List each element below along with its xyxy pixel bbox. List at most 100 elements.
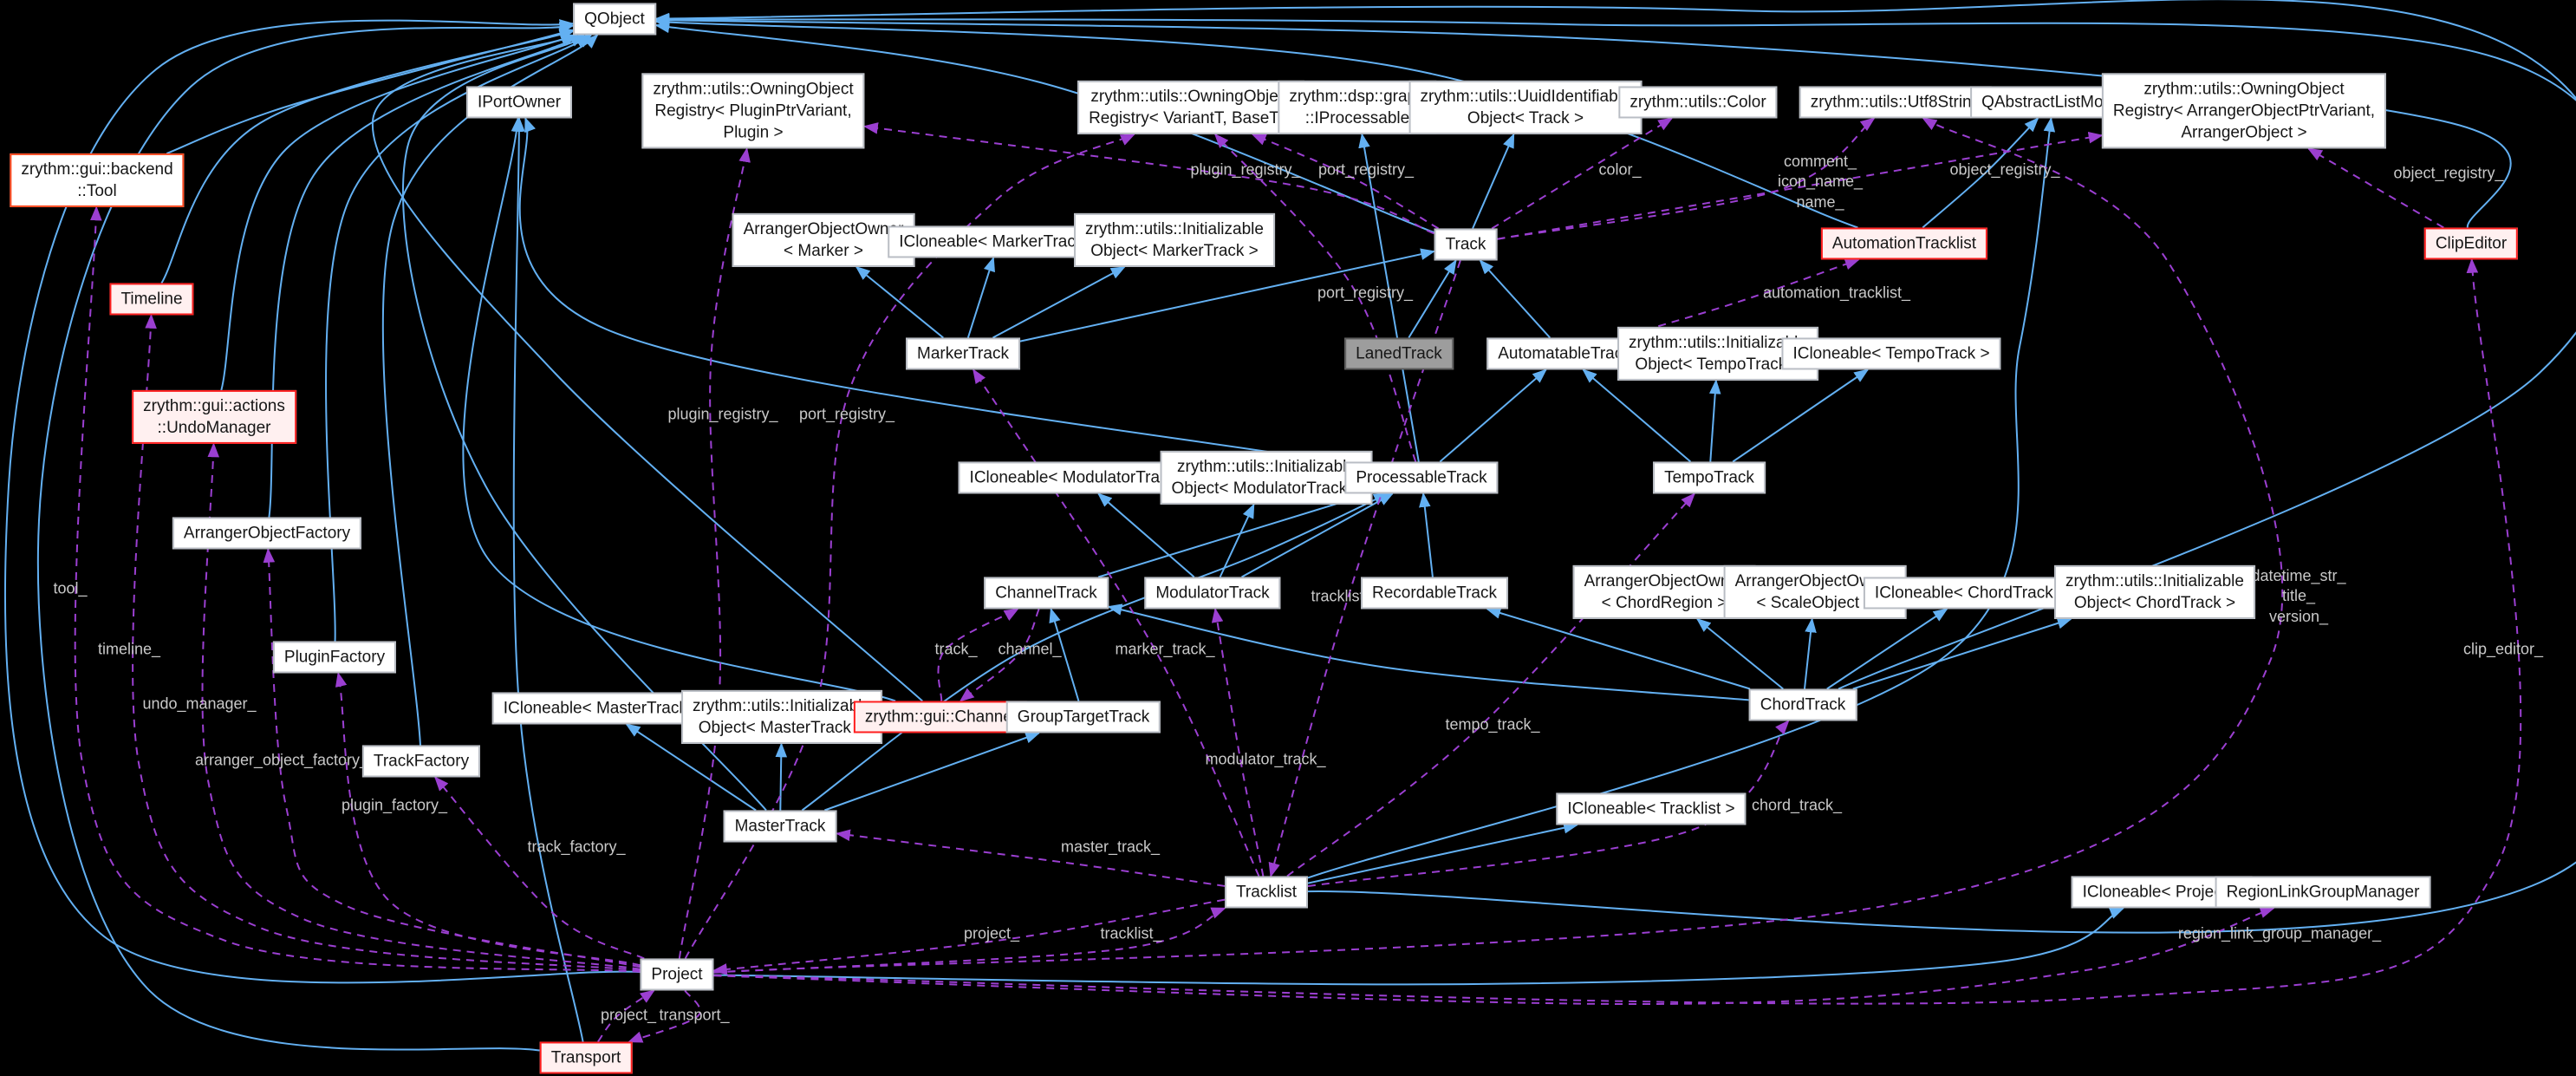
class-node-reg_variant[interactable]: zrythm::utils::OwningObject Registry< Va… (1077, 80, 1304, 135)
class-node-iclon_tracklist[interactable]: ICloneable< Tracklist > (1556, 792, 1747, 825)
class-node-uuident[interactable]: zrythm::utils::UuidIdentifiable Object< … (1408, 80, 1643, 135)
class-node-reg_arrobj[interactable]: zrythm::utils::OwningObject Registry< Ar… (2101, 73, 2387, 149)
edge-label: tempo_track_ (1445, 715, 1540, 734)
usage-edge (684, 134, 1136, 959)
class-node-channeltrack[interactable]: ChannelTrack (984, 577, 1109, 610)
usage-edge (835, 829, 1226, 887)
class-node-iclon_chordtrack[interactable]: ICloneable< ChordTrack > (1863, 577, 2079, 610)
class-node-tracklist[interactable]: Tracklist (1224, 876, 1309, 909)
usage-edge (597, 989, 655, 1043)
edge-label: port_registry_ (798, 405, 895, 423)
class-node-rlgm[interactable]: RegionLinkGroupManager (2215, 876, 2431, 909)
class-node-aoowner_scaleobject[interactable]: ArrangerObjectOwner < ScaleObject > (1723, 564, 1907, 620)
inheritance-edge (1408, 259, 1457, 339)
edge-label: track_ (934, 640, 978, 658)
usage-edge (74, 205, 641, 973)
usage-edge (973, 368, 1260, 877)
usage-edge (1211, 607, 1265, 877)
inheritance-edge (654, 21, 1434, 234)
inheritance-edge (1107, 603, 1749, 701)
class-node-undomanager[interactable]: zrythm::gui::actions ::UndoManager (132, 389, 296, 445)
inheritance-edge (220, 34, 576, 391)
edge-label: object_registry_ (1949, 160, 2060, 179)
class-node-channel[interactable]: zrythm::gui::Channel (853, 701, 1028, 734)
edge-label: project_ (600, 1006, 657, 1024)
usage-edge (713, 258, 2522, 1005)
class-node-utf8[interactable]: zrythm::utils::Utf8String (1799, 86, 1993, 119)
inheritance-edge (160, 29, 575, 284)
class-node-automationtracklist[interactable]: AutomationTracklist (1820, 227, 1988, 260)
class-node-track[interactable]: Track (1434, 228, 1498, 261)
inheritance-edge (824, 732, 1041, 812)
inheritance-edge (512, 116, 584, 1042)
usage-edge (712, 898, 1226, 975)
class-node-timeline[interactable]: Timeline (109, 283, 194, 316)
class-node-aofactory[interactable]: ArrangerObjectFactory (172, 517, 362, 550)
inheritance-edge (1826, 608, 1948, 690)
class-node-modulatortrack[interactable]: ModulatorTrack (1144, 577, 1281, 610)
edge-label: plugin_registry_ (667, 405, 778, 423)
inheritance-edge (654, 16, 1858, 229)
inheritance-edge (1582, 368, 1692, 463)
inheritance-edge (462, 116, 896, 702)
class-node-pluginfactory[interactable]: PluginFactory (272, 641, 397, 674)
class-node-color[interactable]: zrythm::utils::Color (1618, 86, 1778, 119)
edge-label: modulator_track_ (1205, 750, 1326, 768)
inheritance-edge (1419, 492, 1434, 577)
class-node-lanedtrack[interactable]: LanedTrack (1344, 337, 1454, 370)
edge-label: tracklist_ (1100, 924, 1162, 942)
usage-edge (937, 608, 1019, 701)
inheritance-edge (3, 19, 641, 984)
edge-label: object_registry_ (2393, 164, 2504, 182)
class-node-recordabletrack[interactable]: RecordableTrack (1361, 577, 1508, 610)
class-node-transport[interactable]: Transport (539, 1041, 633, 1074)
usage-edge (678, 147, 751, 959)
class-node-project[interactable]: Project (640, 958, 714, 991)
class-node-grouptargettrack[interactable]: GroupTargetTrack (1005, 701, 1161, 734)
class-node-iportowner[interactable]: IPortOwner (465, 86, 573, 119)
usage-edge (713, 906, 2275, 1006)
usage-edge (1251, 134, 1440, 230)
class-node-init_mastertrack[interactable]: zrythm::utils::Initializable Object< Mas… (681, 689, 882, 745)
inheritance-edge (1732, 368, 1870, 463)
inheritance-edge (1097, 492, 1371, 578)
inheritance-edge (1019, 248, 1436, 342)
edge-label: undo_manager_ (142, 695, 257, 713)
class-node-iclon_markertrack[interactable]: ICloneable< MarkerTrack > (888, 225, 1109, 258)
class-node-tempotrack[interactable]: TempoTrack (1653, 461, 1766, 494)
inheritance-edge (992, 266, 1126, 339)
inheritance-edge (1803, 617, 1817, 689)
inheritance-edge (625, 723, 757, 812)
usage-edge (1213, 133, 1417, 462)
class-node-mastertrack[interactable]: MasterTrack (723, 810, 837, 843)
class-node-processabletrack[interactable]: ProcessableTrack (1344, 461, 1499, 494)
class-node-chordtrack[interactable]: ChordTrack (1748, 688, 1857, 721)
class-node-tool[interactable]: zrythm::gui::backend ::Tool (10, 153, 185, 208)
class-node-iclon_mastertrack[interactable]: ICloneable< MasterTrack > (491, 692, 713, 725)
class-node-qobject[interactable]: QObject (573, 3, 656, 36)
class-node-reg_plugin[interactable]: zrythm::utils::OwningObject Registry< Pl… (641, 73, 865, 149)
edge-label: arranger_object_factory_ (194, 751, 369, 769)
inheritance-edge (1241, 492, 1394, 578)
inheritance-edge (518, 116, 1345, 465)
inheritance-edge (1358, 133, 1420, 462)
inheritance-edge (855, 265, 944, 339)
class-node-clipeditor[interactable]: ClipEditor (2423, 227, 2519, 260)
class-node-init_modulatortrack[interactable]: zrythm::utils::Initializable Object< Mod… (1160, 450, 1373, 505)
edge-label: tool_ (53, 579, 88, 597)
usage-edge (263, 547, 641, 968)
class-node-init_markertrack[interactable]: zrythm::utils::Initializable Object< Mar… (1074, 212, 1275, 268)
usage-edge (2307, 147, 2444, 229)
edge-label: port_registry_ (1317, 160, 1415, 179)
class-node-iclon_tempotrack[interactable]: ICloneable< TempoTrack > (1781, 337, 2001, 370)
edge-label: tracklist_ (1311, 587, 1373, 605)
edge-label: datetime_str_ title_ version_ (2251, 566, 2346, 625)
class-node-init_chordtrack[interactable]: zrythm::utils::Initializable Object< Cho… (2054, 564, 2255, 620)
inheritance-edge (1486, 607, 1751, 690)
edge-label: plugin_factory_ (341, 796, 448, 814)
class-node-aoowner_marker[interactable]: ArrangerObjectOwner < Marker > (732, 212, 915, 268)
class-node-trackfactory[interactable]: TrackFactory (361, 745, 481, 778)
inheritance-edge (1307, 822, 1579, 884)
class-node-markertrack[interactable]: MarkerTrack (906, 337, 1020, 370)
class-node-automatabletrack[interactable]: AutomatableTrack (1486, 337, 1643, 370)
